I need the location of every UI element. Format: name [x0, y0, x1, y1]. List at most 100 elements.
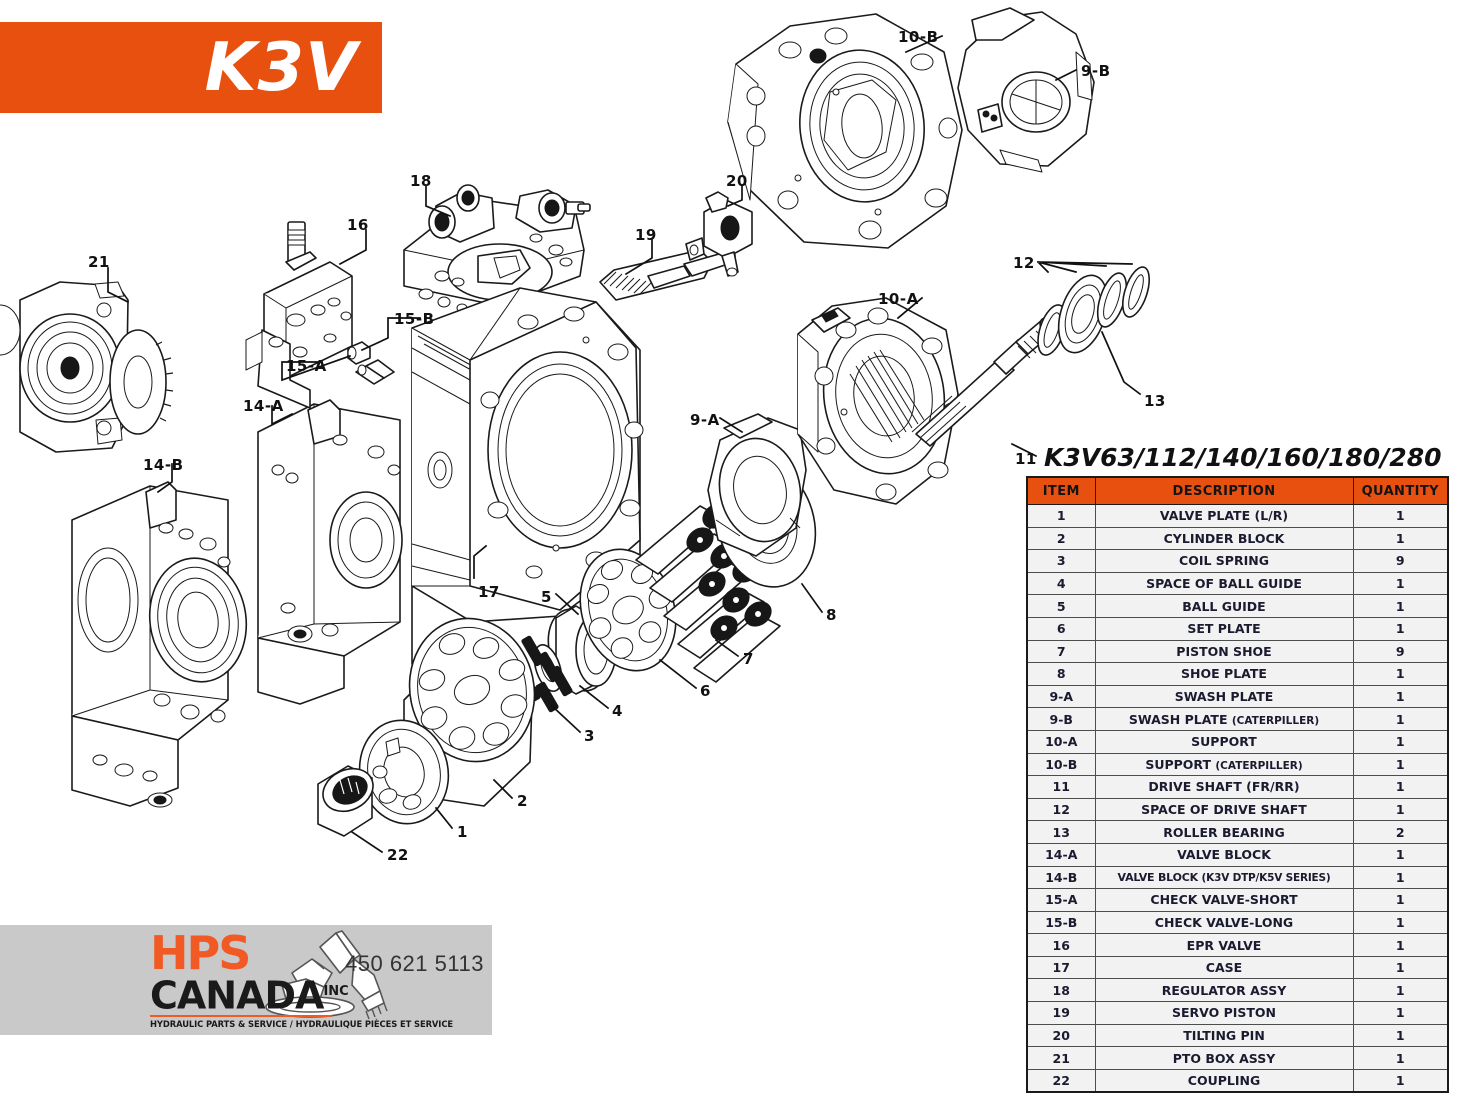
callout-label-6: 6 — [700, 682, 711, 700]
cell-description: PISTON SHOE — [1094, 639, 1354, 664]
cell-quantity: 1 — [1352, 1001, 1449, 1025]
exploded-parts-diagram: .ln{fill:none;stroke:#1a1a1a;stroke-widt… — [0, 7, 1150, 854]
cell-quantity: 2 — [1352, 820, 1449, 844]
callout-label-10-a: 10-A — [878, 290, 919, 308]
cell-item: 8 — [1026, 662, 1096, 686]
cell-description: ROLLER BEARING — [1094, 820, 1354, 844]
cell-item: 16 — [1026, 933, 1096, 957]
cell-quantity: 1 — [1352, 910, 1449, 935]
cell-quantity: 9 — [1352, 639, 1449, 664]
cell-quantity: 1 — [1352, 729, 1449, 754]
cell-item: 22 — [1026, 1068, 1096, 1093]
part-18-regulator-assy — [403, 184, 591, 313]
cell-quantity: 1 — [1352, 933, 1449, 957]
cell-item: 20 — [1026, 1023, 1096, 1048]
part-19-servo-piston — [599, 248, 736, 301]
part-14b-valve-block — [71, 481, 248, 808]
cell-description: BALL GUIDE — [1094, 594, 1354, 618]
k3v-logo-banner: K3V — [0, 22, 382, 113]
callout-label-8: 8 — [826, 606, 837, 624]
cell-quantity: 1 — [1352, 797, 1449, 822]
cell-quantity: 9 — [1352, 549, 1449, 573]
part-12-13-bearings — [1037, 266, 1150, 356]
callout-label-1: 1 — [457, 823, 468, 841]
cell-description: EPR VALVE — [1094, 933, 1354, 957]
cell-item: 4 — [1026, 571, 1096, 596]
cell-description: SUPPORT (CATERPILLER) — [1094, 752, 1354, 777]
hps-brand-primary: HPS — [150, 926, 251, 980]
callout-label-7: 7 — [743, 650, 754, 668]
part-15b-check-valve-long — [355, 359, 395, 385]
hps-tagline: HYDRAULIC PARTS & SERVICE / HYDRAULIQUE … — [150, 1019, 453, 1029]
cell-quantity: 1 — [1352, 752, 1449, 777]
part-9a-swash-plate — [707, 413, 807, 557]
cell-item: 2 — [1026, 526, 1096, 551]
cell-item: 15-B — [1026, 910, 1096, 935]
cell-description: REGULATOR ASSY — [1094, 978, 1354, 1003]
cell-description: PTO BOX ASSY — [1094, 1046, 1354, 1070]
cell-item: 14-A — [1026, 842, 1096, 867]
cell-quantity: 1 — [1352, 1068, 1449, 1093]
cell-description: VALVE BLOCK — [1094, 842, 1354, 867]
callout-label-16: 16 — [347, 216, 369, 234]
column-header-item: ITEM — [1026, 476, 1096, 505]
cell-quantity: 1 — [1352, 865, 1449, 890]
callout-label-14-a: 14-A — [243, 397, 284, 415]
part-21-pto-box-assy — [0, 281, 174, 453]
part-16-epr-valve — [245, 221, 353, 409]
callout-label-13: 13 — [1144, 392, 1166, 410]
callout-label-15-b: 15-B — [394, 310, 435, 328]
cell-item: 14-B — [1026, 865, 1096, 890]
cell-quantity: 1 — [1352, 684, 1449, 709]
callout-label-11: 11 — [1015, 450, 1037, 468]
cell-item: 9-B — [1026, 707, 1096, 731]
cell-quantity: 1 — [1352, 955, 1449, 980]
inc-suffix: INC — [323, 984, 349, 999]
hps-brand-secondary: CANADAINC — [150, 973, 350, 1015]
part-10a-support — [797, 297, 962, 505]
cell-quantity: 1 — [1352, 504, 1449, 528]
part-9b-swash-plate-caterpiller — [957, 7, 1095, 173]
callout-label-22: 22 — [387, 846, 409, 864]
part-22-coupling — [317, 765, 374, 837]
cell-description: CHECK VALVE-SHORT — [1094, 888, 1354, 912]
cell-item: 6 — [1026, 616, 1096, 641]
cell-item: 19 — [1026, 1001, 1096, 1025]
phone-number: 450 621 5113 — [345, 951, 484, 976]
part-6-set-plate — [579, 548, 677, 672]
part-1-valve-plate — [358, 719, 450, 825]
cell-description: SET PLATE — [1094, 616, 1354, 641]
cell-item: 10-A — [1026, 729, 1096, 754]
cell-description: SUPPORT — [1094, 729, 1354, 754]
cell-description: TILTING PIN — [1094, 1023, 1354, 1048]
cell-description: COUPLING — [1094, 1068, 1354, 1093]
cell-description: CYLINDER BLOCK — [1094, 526, 1354, 551]
cell-quantity: 1 — [1352, 594, 1449, 618]
cell-description: SHOE PLATE — [1094, 662, 1354, 686]
cell-description: COIL SPRING — [1094, 549, 1354, 573]
cell-item: 1 — [1026, 504, 1096, 528]
callout-label-9-b: 9-B — [1081, 62, 1111, 80]
cell-description: VALVE BLOCK (K3V DTP/K5V SERIES) — [1094, 865, 1354, 890]
cell-item: 18 — [1026, 978, 1096, 1003]
callout-label-2: 2 — [517, 792, 528, 810]
column-header-description: DESCRIPTION — [1094, 476, 1354, 505]
cell-item: 5 — [1026, 594, 1096, 618]
